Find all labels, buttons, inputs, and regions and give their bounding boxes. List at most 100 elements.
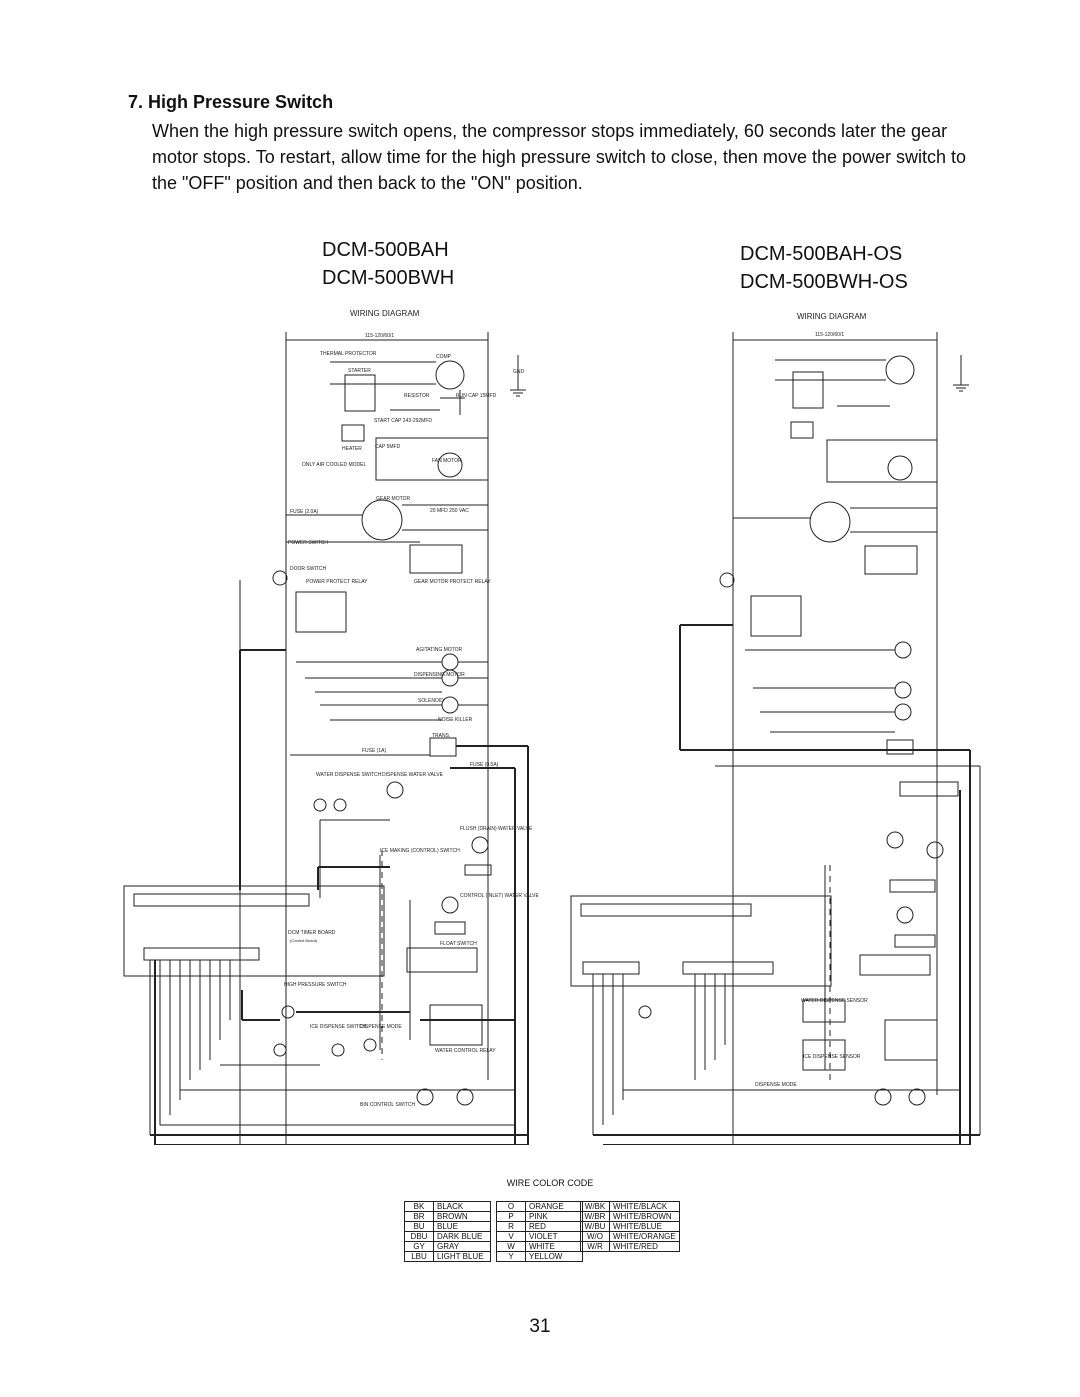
solenoid-label: SOLENOID <box>418 698 444 704</box>
gear-motor-relay-label: GEAR MOTOR PROTECT RELAY <box>414 579 491 585</box>
wire-color: BLUE <box>433 1221 491 1232</box>
ice-dispense-sensor-label: ICE DISPENSE SENSOR <box>803 1054 861 1060</box>
wire-code: Y <box>496 1251 526 1262</box>
section-body: When the high pressure switch opens, the… <box>152 121 967 193</box>
wire-code: BR <box>404 1211 434 1222</box>
cap-label: CAP 5MFD <box>375 444 401 450</box>
fuse-1a-label: FUSE (1A) <box>362 748 387 754</box>
control-board-label: (Control Board) <box>290 938 318 943</box>
wiring-diagram-right: WIRING DIAGRAM 115-120/60/1 <box>570 312 981 1145</box>
resistor-label: RESISTOR <box>404 393 430 399</box>
flush-valve-label: FLUSH (DRAIN) WATER VALVE <box>460 826 533 832</box>
fuse-main-label: FUSE (2.0A) <box>290 509 319 515</box>
fan-motor-label: FAN MOTOR <box>432 458 462 464</box>
wire-color: WHITE/RED <box>609 1241 680 1252</box>
wire-color: BLACK <box>433 1201 491 1212</box>
wire-code: W/O <box>580 1231 610 1242</box>
model-name: DCM-500BAH-OS <box>740 243 903 265</box>
wire-code: DBU <box>404 1231 434 1242</box>
wire-color: PINK <box>525 1211 583 1222</box>
trans-label: TRANS. <box>432 733 450 739</box>
wire-code: V <box>496 1231 526 1242</box>
wire-code: GY <box>404 1241 434 1252</box>
ice-making-switch-label: ICE MAKING (CONTROL) SWITCH <box>380 848 460 854</box>
water-control-relay-label: WATER CONTROL RELAY <box>435 1048 496 1054</box>
wire-color: YELLOW <box>525 1251 583 1262</box>
wire-code: R <box>496 1221 526 1232</box>
wire-code: W/BU <box>580 1221 610 1232</box>
wire-color: DARK BLUE <box>433 1231 491 1242</box>
high-pressure-switch-label: HIGH PRESSURE SWITCH <box>284 982 347 988</box>
gear-motor-label: GEAR MOTOR <box>376 496 410 502</box>
air-cooled-label: ONLY AIR COOLED MODEL <box>302 462 366 468</box>
power-protect-relay-label: POWER PROTECT RELAY <box>306 579 368 585</box>
wire-code: W/BR <box>580 1211 610 1222</box>
section-title: 7. High Pressure Switch <box>128 92 334 112</box>
page-number: 31 <box>529 1316 551 1337</box>
comp-label: COMP <box>436 354 452 360</box>
fuse-05a-label: FUSE (0.5A) <box>470 762 499 768</box>
agitating-motor-label: AGITATING MOTOR <box>416 647 463 653</box>
wire-color-code-title: WIRE COLOR CODE <box>506 1178 594 1188</box>
power-switch-label: POWER SWITCH <box>288 540 328 546</box>
gnd-label: GND <box>513 369 525 375</box>
start-cap-label: START CAP 243-292MFD <box>374 418 432 424</box>
wire-color: ORANGE <box>525 1201 583 1212</box>
thermal-protector-label: THERMAL PROTECTOR <box>320 351 377 357</box>
wire-code: W/BK <box>580 1201 610 1212</box>
wire-color: WHITE/BLACK <box>609 1201 680 1212</box>
model-name: DCM-500BAH <box>322 239 449 261</box>
door-switch-label: DOOR SWITCH <box>290 566 326 572</box>
wire-color: RED <box>525 1221 583 1232</box>
wire-color: GRAY <box>433 1241 491 1252</box>
water-dispense-switch-label: WATER DISPENSE SWITCH <box>316 772 382 778</box>
dispense-water-valve-label: DISPENSE WATER VALVE <box>382 772 444 778</box>
wire-code: P <box>496 1211 526 1222</box>
run-cap-label: RUN CAP 15MFD <box>456 393 497 399</box>
control-valve-label: CONTROL (INLET) WATER VALVE <box>460 893 539 899</box>
wire-color: WHITE <box>525 1241 583 1252</box>
diagram-title: WIRING DIAGRAM <box>797 312 867 321</box>
wire-color: WHITE/ORANGE <box>609 1231 680 1242</box>
wire-color: VIOLET <box>525 1231 583 1242</box>
dispense-mode-label: DISPENSE MODE <box>360 1024 402 1030</box>
wire-color: LIGHT BLUE <box>433 1251 491 1262</box>
wiring-diagram-left: WIRING DIAGRAM 115-120/60/1 <box>123 309 539 1145</box>
supply-label: 115-120/60/1 <box>365 333 394 339</box>
supply-label: 115-120/60/1 <box>815 332 844 338</box>
model-name: DCM-500BWH <box>322 267 455 289</box>
model-name: DCM-500BWH-OS <box>740 271 908 293</box>
wire-code: LBU <box>404 1251 434 1262</box>
water-dispense-sensor-label: WATER DISPENSE SENSOR <box>801 998 868 1004</box>
noise-killer-label: NOISE KILLER <box>438 717 473 723</box>
starter-label: STARTER <box>348 368 371 374</box>
wire-code: W/R <box>580 1241 610 1252</box>
wire-color: WHITE/BLUE <box>609 1221 680 1232</box>
dispensing-motor-label: DISPENSING MOTOR <box>414 672 465 678</box>
ice-dispense-switch-label: ICE DISPENSE SWITCH <box>310 1024 367 1030</box>
diagram-title: WIRING DIAGRAM <box>350 309 420 318</box>
wire-color: BROWN <box>433 1211 491 1222</box>
bin-control-switch-label: BIN CONTROL SWITCH <box>360 1102 415 1108</box>
model-names-left: DCM-500BAH DCM-500BWH <box>322 236 454 292</box>
wire-code: O <box>496 1201 526 1212</box>
